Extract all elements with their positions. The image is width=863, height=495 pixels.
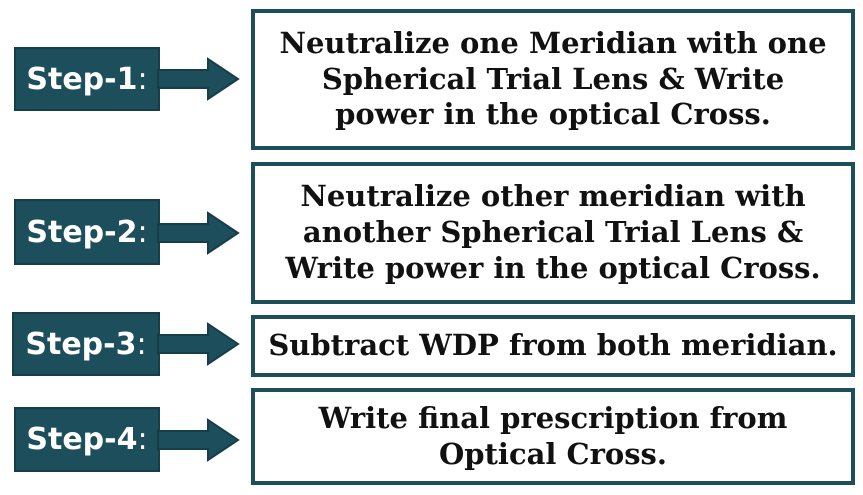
step-1-description-box: Neutralize one Meridian with one Spheric… — [251, 9, 855, 150]
step-4-arrow-icon — [157, 418, 240, 462]
step-1-colon: : — [137, 61, 148, 97]
step-3-label-text: Step-3 — [25, 326, 137, 362]
step-2-label-text: Step-2 — [26, 214, 138, 250]
step-3-arrow-icon — [157, 322, 240, 366]
step-2-description-box: Neutralize other meridian with another S… — [251, 162, 855, 304]
step-1-line-2: Spherical Trial Lens & Write — [321, 61, 785, 96]
step-1-line-1: Neutralize one Meridian with one — [279, 25, 827, 60]
step-4-description-box: Write final prescription from Optical Cr… — [251, 388, 855, 485]
step-1-label: Step-1: — [14, 47, 160, 111]
step-2-arrow-icon — [157, 211, 240, 255]
step-2-line-3: Write power in the optical Cross. — [285, 250, 821, 285]
step-1-arrow-icon — [157, 57, 240, 101]
step-3-description-box: Subtract WDP from both meridian. — [251, 315, 855, 377]
step-4-line-2: Optical Cross. — [439, 436, 667, 471]
step-1-line-3: power in the optical Cross. — [335, 97, 771, 132]
step-3-colon: : — [136, 326, 147, 362]
step-2-line-1: Neutralize other meridian with — [300, 179, 806, 214]
step-2-colon: : — [137, 214, 148, 250]
step-2-label: Step-2: — [14, 199, 160, 265]
step-4-line-1: Write final prescription from — [318, 400, 788, 435]
step-1-label-text: Step-1 — [26, 61, 138, 97]
step-4-label-text: Step-4 — [26, 422, 138, 457]
step-4-colon: : — [137, 422, 148, 457]
step-3-label: Step-3: — [12, 312, 160, 376]
step-3-line-1: Subtract WDP from both meridian. — [268, 328, 838, 363]
step-4-label: Step-4: — [14, 407, 160, 472]
step-2-line-2: another Spherical Trial Lens & — [302, 215, 804, 250]
